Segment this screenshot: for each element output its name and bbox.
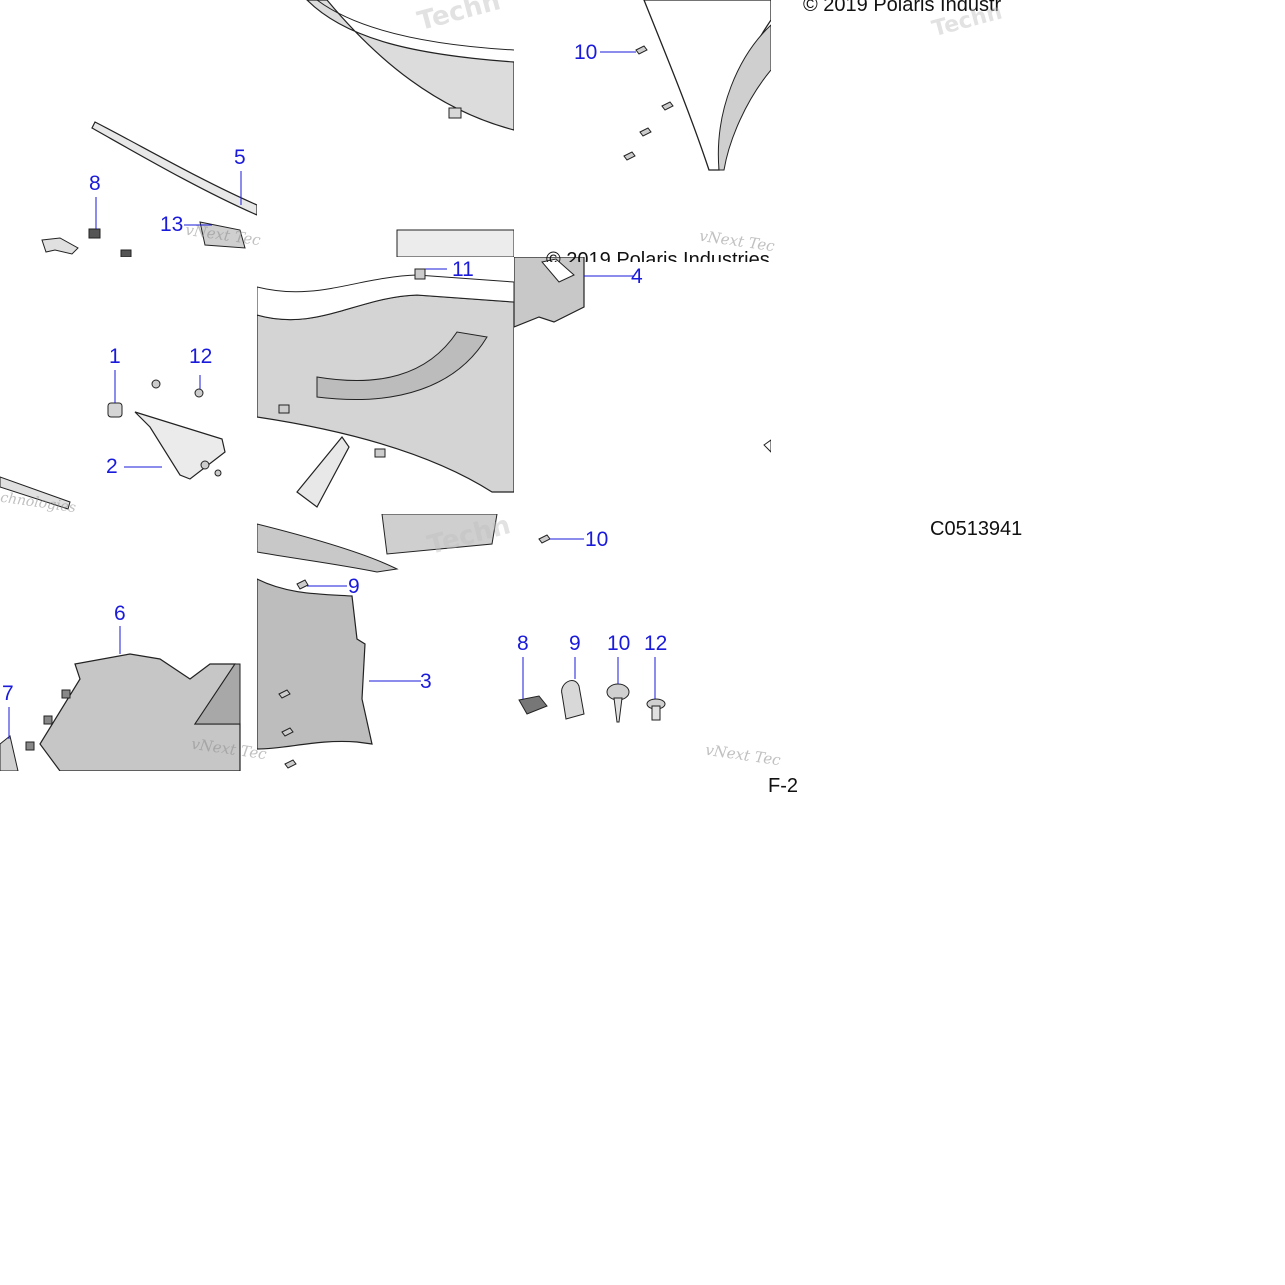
callout-9: 9 [569,632,581,655]
washer [214,469,222,477]
callout-9: 9 [348,575,360,598]
trim-strip-end [0,476,71,510]
callout-10: 10 [585,528,609,551]
callout-3: 3 [420,670,432,693]
trim-strip-drawing [41,121,257,257]
body-panel-edge [306,0,514,131]
callout-13: 13 [160,213,184,236]
clip-11 [414,268,426,280]
callout-5: 5 [234,146,246,169]
callout-1: 1 [109,345,121,368]
clip [25,741,35,751]
clip-8 [88,228,101,239]
side-panel-shade [717,24,771,171]
trim-end-piece [199,221,246,249]
callout-4: 4 [631,265,643,288]
bumper-1 [107,402,123,418]
callout-8: 8 [89,172,101,195]
body-panel-top-drawing [306,0,514,257]
washer [200,460,210,470]
callout-10: 10 [607,632,631,655]
nut-clip-8 [518,695,548,715]
callout-8: 8 [517,632,529,655]
mount-arm [296,436,350,508]
callout-7: 7 [2,682,14,705]
tile-hardware [514,514,771,771]
cover-7 [0,735,19,771]
screw [661,101,674,111]
side-guard-drawing [257,514,498,769]
bracket-drawing [0,370,226,510]
panel-fragment [763,439,771,453]
copyright-text: © 2019 Polaris Industr [803,0,1002,16]
panel-4-drawing [514,257,771,453]
clip [61,689,71,699]
copyright-text-2: © 2019 Polaris Industries [546,249,770,271]
floor-panel-drawing [257,268,514,508]
clip-9 [296,579,309,590]
bracket-2 [134,411,226,480]
screw [151,379,161,389]
screw-10 [635,45,648,55]
upper-trim [257,523,399,573]
side-cover-drawing [0,626,241,771]
page-ref: F-2 [768,775,798,797]
tile-side-guard [257,514,514,771]
screw [639,127,652,137]
clip [374,448,386,458]
callout-2: 2 [106,455,118,478]
floor-panel-top [257,274,514,321]
screw [284,759,297,769]
callout-11: 11 [452,258,474,281]
clip-small [120,249,132,257]
tile-trim-strip [0,0,257,257]
clip [43,715,53,725]
screw [623,151,636,161]
tile-panel-4 [514,257,771,514]
callout-12: 12 [189,345,213,368]
floor-panel-recess [316,331,488,400]
tile-bracket [0,257,257,514]
panel-lower-edge [396,229,514,257]
screw-10 [538,534,551,544]
callout-10: 10 [574,41,598,64]
trim-strip-part [91,121,257,216]
clip [278,404,290,414]
screw-12 [194,388,204,398]
hardware-drawing [518,534,666,723]
tile-side-cover [0,514,257,771]
diagram-code: C0513941 [930,518,1023,540]
screw [281,727,294,737]
push-clip-9 [561,680,585,720]
side-panel-drawing [600,0,771,171]
side-guard-3 [257,578,373,750]
tile-body-panel-top [257,0,514,257]
callout-12: 12 [644,632,668,655]
tile-side-panel [514,0,771,257]
clip [448,107,462,119]
callout-6: 6 [114,602,126,625]
tile-floor-panel [257,257,514,514]
bracket-fragment [41,237,79,255]
screw [278,689,291,699]
